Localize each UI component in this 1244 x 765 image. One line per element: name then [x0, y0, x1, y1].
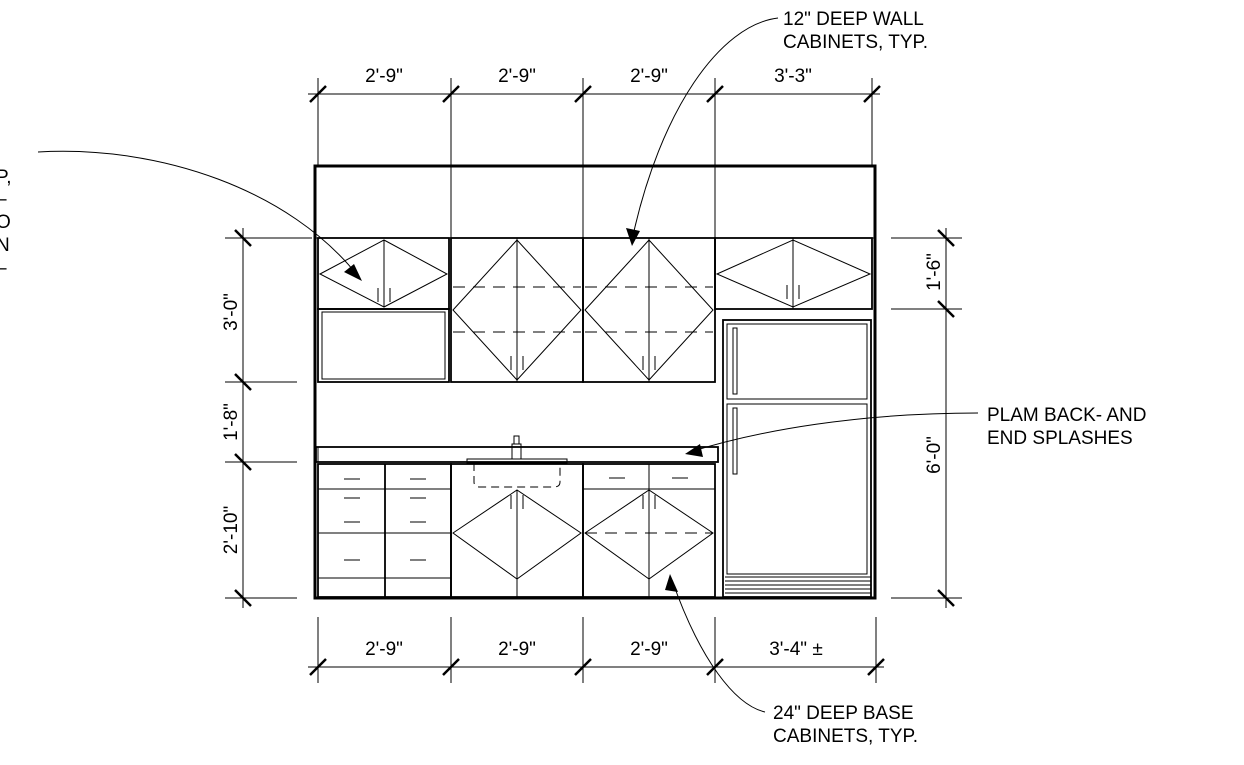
- note-left-clipped-line5: –: [0, 258, 7, 279]
- note-base-cabinets: 24" DEEP BASE CABINETS, TYP.: [773, 703, 918, 747]
- wall-cabinets: [317, 237, 873, 383]
- elevation-outline: [313, 164, 877, 600]
- note-wall-cabinets-line1: 12" DEEP WALL: [783, 9, 924, 30]
- dim-left-1: 3'-0": [221, 293, 242, 331]
- countertop: [315, 446, 719, 463]
- note-splashes: PLAM BACK- AND END SPLASHES: [987, 405, 1146, 449]
- top-dimension-string: 2'-9" 2'-9" 2'-9" 3'-3": [308, 66, 881, 238]
- dim-right-1: 1'-6": [924, 253, 945, 291]
- note-left-clipped-line4: N: [0, 235, 10, 256]
- note-splashes-line1: PLAM BACK- AND: [987, 405, 1146, 426]
- dim-top-3: 2'-9": [630, 66, 668, 87]
- note-base-cabinets-line2: CABINETS, TYP.: [773, 726, 918, 747]
- note-left-clipped: P, – O N –: [0, 167, 12, 279]
- dim-bottom-3: 2'-9": [630, 639, 668, 660]
- note-left-clipped-line3: O: [0, 212, 11, 233]
- base-cabinets: [317, 463, 716, 598]
- note-left-clipped-line2: –: [0, 189, 7, 210]
- dim-left-2: 1'-8": [221, 403, 242, 441]
- dim-left-3: 2'-10": [221, 506, 242, 554]
- dim-bottom-1: 2'-9": [365, 639, 403, 660]
- bottom-dimension-string: 2'-9" 2'-9" 2'-9" 3'-4" ±: [308, 617, 885, 683]
- note-wall-cabinets-line2: CABINETS, TYP.: [783, 32, 928, 53]
- dim-top-4: 3'-3": [774, 66, 812, 87]
- leader-lines: [37, 17, 979, 713]
- left-dimension-string: 3'-0" 1'-8" 2'-10": [221, 228, 312, 608]
- dim-top-1: 2'-9": [365, 66, 403, 87]
- note-left-clipped-line1: P,: [0, 167, 12, 188]
- dim-bottom-4: 3'-4" ±: [769, 639, 823, 660]
- sink: [466, 435, 568, 488]
- microwave-opening: [317, 308, 450, 383]
- note-splashes-line2: END SPLASHES: [987, 428, 1133, 449]
- note-base-cabinets-line1: 24" DEEP BASE: [773, 703, 914, 724]
- dim-right-2: 6'-0": [924, 436, 945, 474]
- dim-bottom-2: 2'-9": [498, 639, 536, 660]
- right-dimension-string: 1'-6" 6'-0": [891, 228, 962, 608]
- refrigerator: [722, 319, 872, 598]
- dim-top-2: 2'-9": [498, 66, 536, 87]
- note-wall-cabinets: 12" DEEP WALL CABINETS, TYP.: [783, 9, 928, 53]
